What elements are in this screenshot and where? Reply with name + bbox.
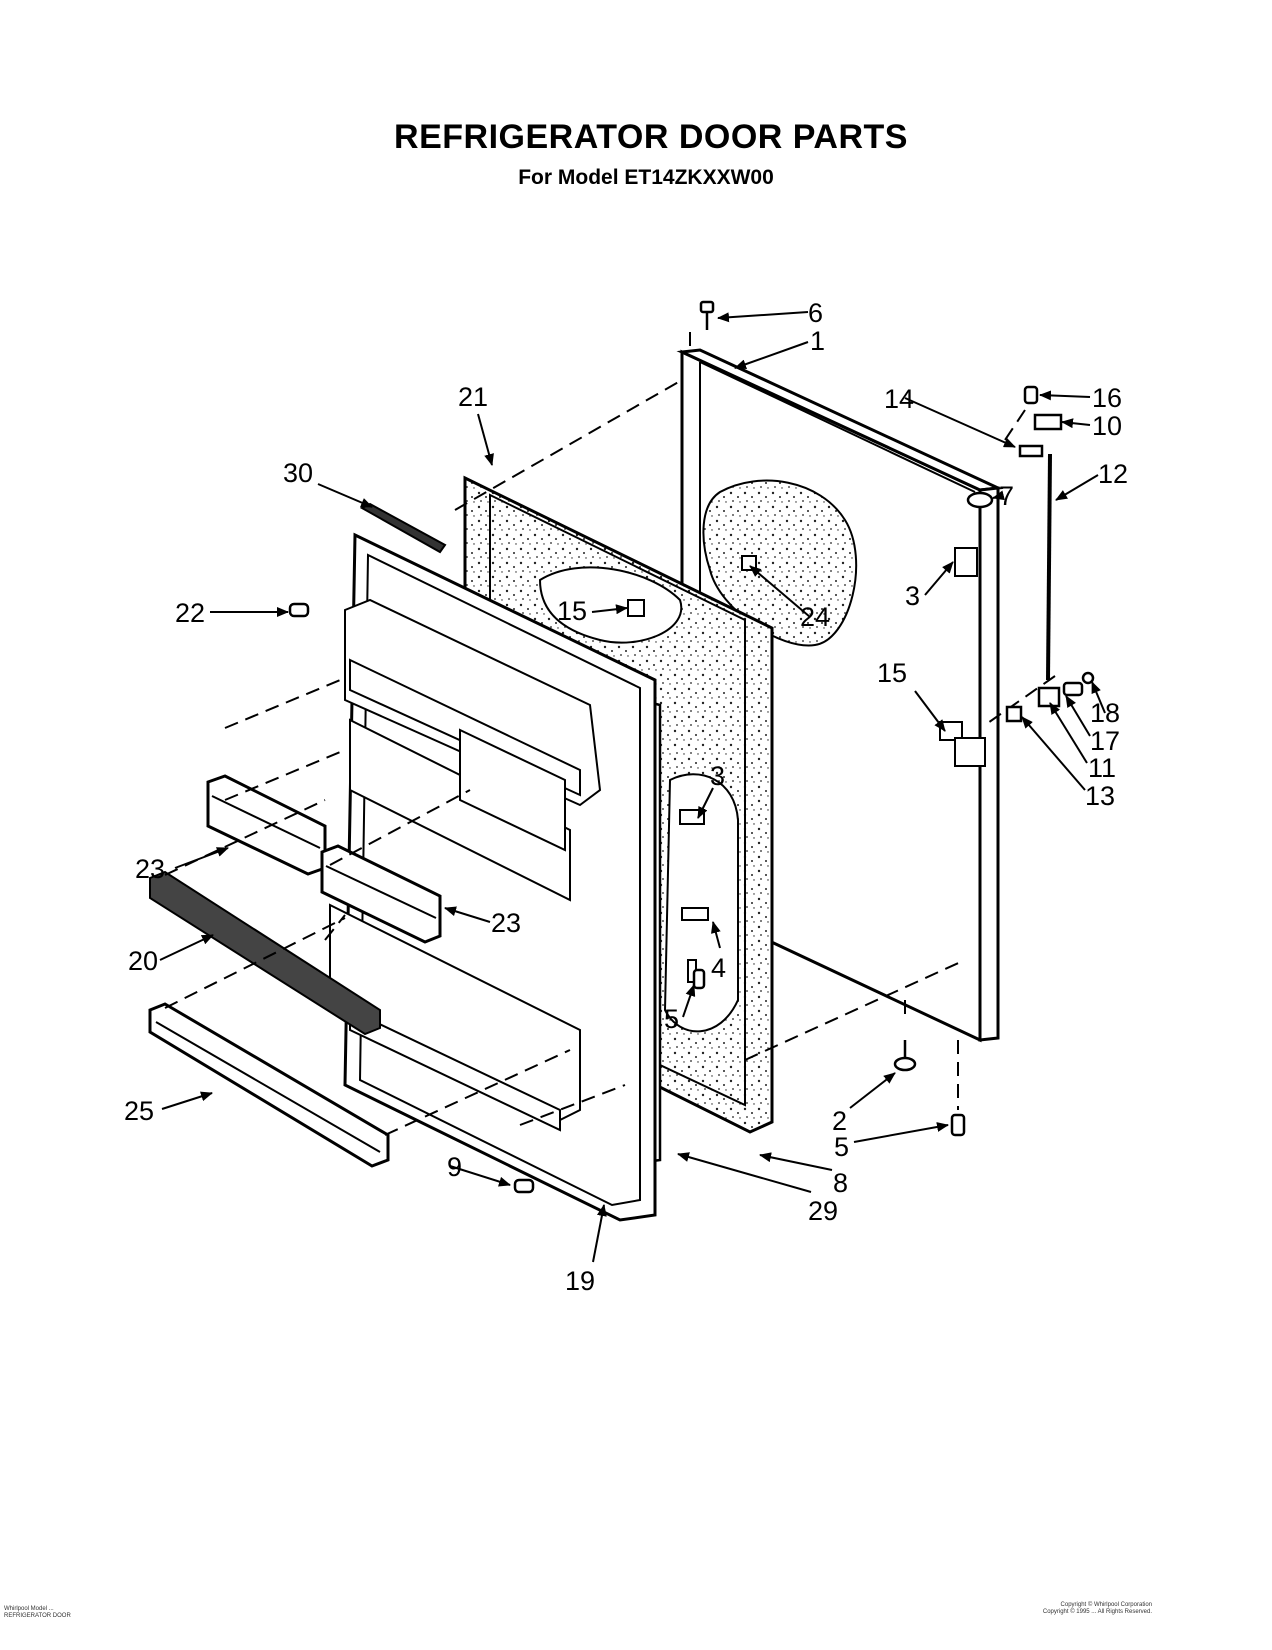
callout-30: 30 [283,458,313,488]
callout-24: 24 [800,602,830,632]
model-subtitle: For Model ET14ZKXXW00 [518,166,774,189]
callout-3-right: 3 [905,581,920,611]
callout-25: 25 [124,1096,154,1126]
footer-copyright: Copyright © Whirlpool Corporation Copyri… [1043,1602,1152,1616]
footer-left: Whirlpool Model ... REFRIGERATOR DOOR [4,1606,71,1620]
callout-labels: 6 1 21 30 22 15 24 14 16 10 12 7 3 15 18… [124,298,1128,1296]
callout-29: 29 [808,1196,838,1226]
callout-9: 9 [447,1152,462,1182]
callout-23-right: 23 [491,908,521,938]
callout-23-left: 23 [135,854,165,884]
callout-5-inner: 5 [664,1004,679,1034]
callout-20: 20 [128,946,158,976]
callout-12: 12 [1098,459,1128,489]
shelf-bar-lower [320,844,442,944]
footer-right-line1: Copyright © Whirlpool Corporation [1060,1602,1152,1608]
callout-3-inner: 3 [710,761,725,791]
callout-13: 13 [1085,781,1115,811]
inner-door-liner [329,532,657,1222]
callout-19: 19 [565,1266,595,1296]
callout-15-left: 15 [557,596,587,626]
trim-strip-25 [148,1002,390,1168]
trim-strip-20 [149,870,381,1036]
callout-5-right: 5 [834,1132,849,1162]
leader-lines [159,311,1106,1263]
callout-17: 17 [1090,726,1120,756]
callout-7: 7 [999,481,1014,511]
callout-11: 11 [1088,753,1116,783]
footer-right-line2: Copyright © 1995 ... All Rights Reserved… [1042,1609,1152,1615]
callout-10: 10 [1092,411,1122,441]
callout-4: 4 [711,953,726,983]
callout-2: 2 [832,1106,847,1136]
hardware [288,300,1095,1194]
page-title: REFRIGERATOR DOOR PARTS [394,118,908,156]
callout-8: 8 [833,1168,848,1198]
callout-18: 18 [1090,698,1120,728]
callout-14: 14 [884,384,914,414]
callout-1: 1 [810,326,825,356]
callout-16: 16 [1092,383,1122,413]
callout-15-right: 15 [877,658,907,688]
callout-21: 21 [458,382,488,412]
shelf-bar-upper [206,774,327,876]
footer-left-line2: REFRIGERATOR DOOR [4,1613,71,1619]
footer-left-line1: Whirlpool Model ... [4,1606,54,1612]
callout-6: 6 [808,298,823,328]
callout-22: 22 [175,598,205,628]
